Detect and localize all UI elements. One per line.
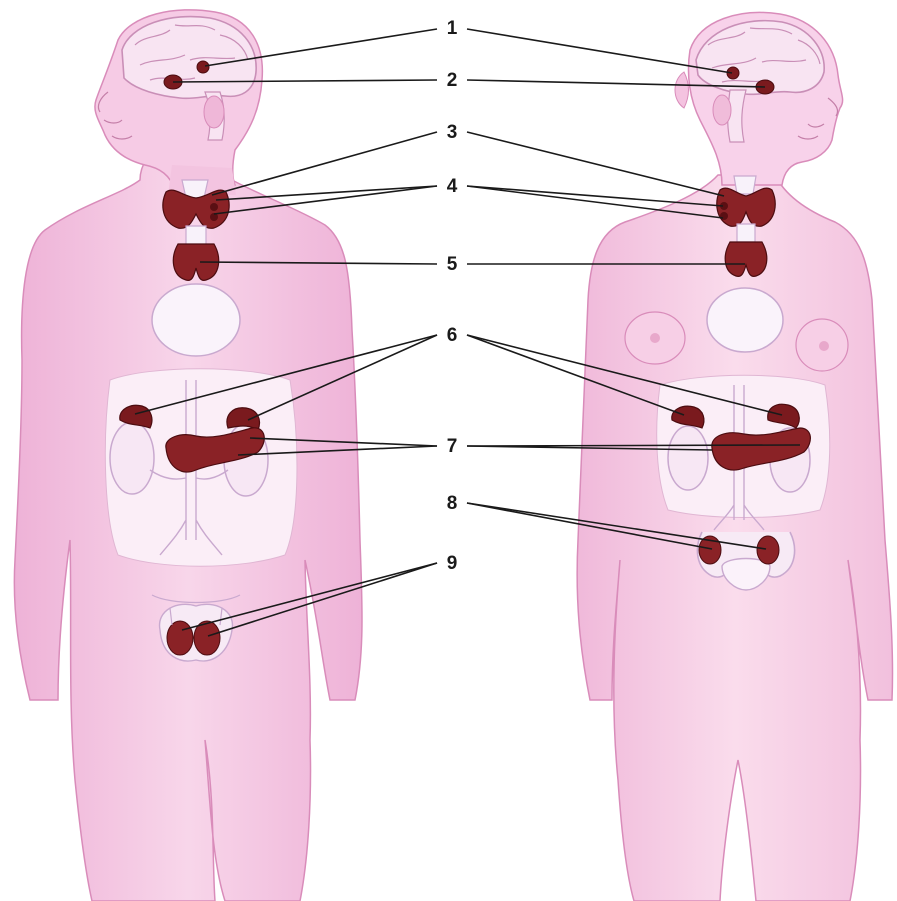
male-brain bbox=[122, 17, 256, 99]
label-8: 8 bbox=[447, 493, 458, 514]
label-9: 9 bbox=[447, 553, 458, 574]
female-heart bbox=[707, 288, 783, 352]
label-2: 2 bbox=[447, 70, 458, 91]
label-4: 4 bbox=[447, 176, 458, 197]
male-trachea bbox=[186, 226, 206, 245]
number-labels: 1 2 3 4 5 6 7 8 9 bbox=[439, 14, 465, 575]
male-kidney-left bbox=[110, 422, 154, 494]
label-7: 7 bbox=[447, 436, 458, 457]
female-figure bbox=[577, 13, 892, 901]
male-testis-left bbox=[167, 621, 193, 655]
label-5: 5 bbox=[447, 254, 458, 275]
male-parathyroid-gland bbox=[210, 203, 218, 211]
female-larynx bbox=[734, 176, 756, 194]
female-ovary-right bbox=[757, 536, 779, 564]
label-3: 3 bbox=[447, 122, 458, 143]
label-6: 6 bbox=[447, 325, 458, 346]
male-heart bbox=[152, 284, 240, 356]
male-pineal-gland bbox=[197, 61, 209, 73]
female-kidney-left bbox=[668, 426, 708, 490]
label-1: 1 bbox=[447, 18, 458, 39]
female-trachea bbox=[737, 224, 755, 242]
male-figure bbox=[14, 10, 362, 901]
